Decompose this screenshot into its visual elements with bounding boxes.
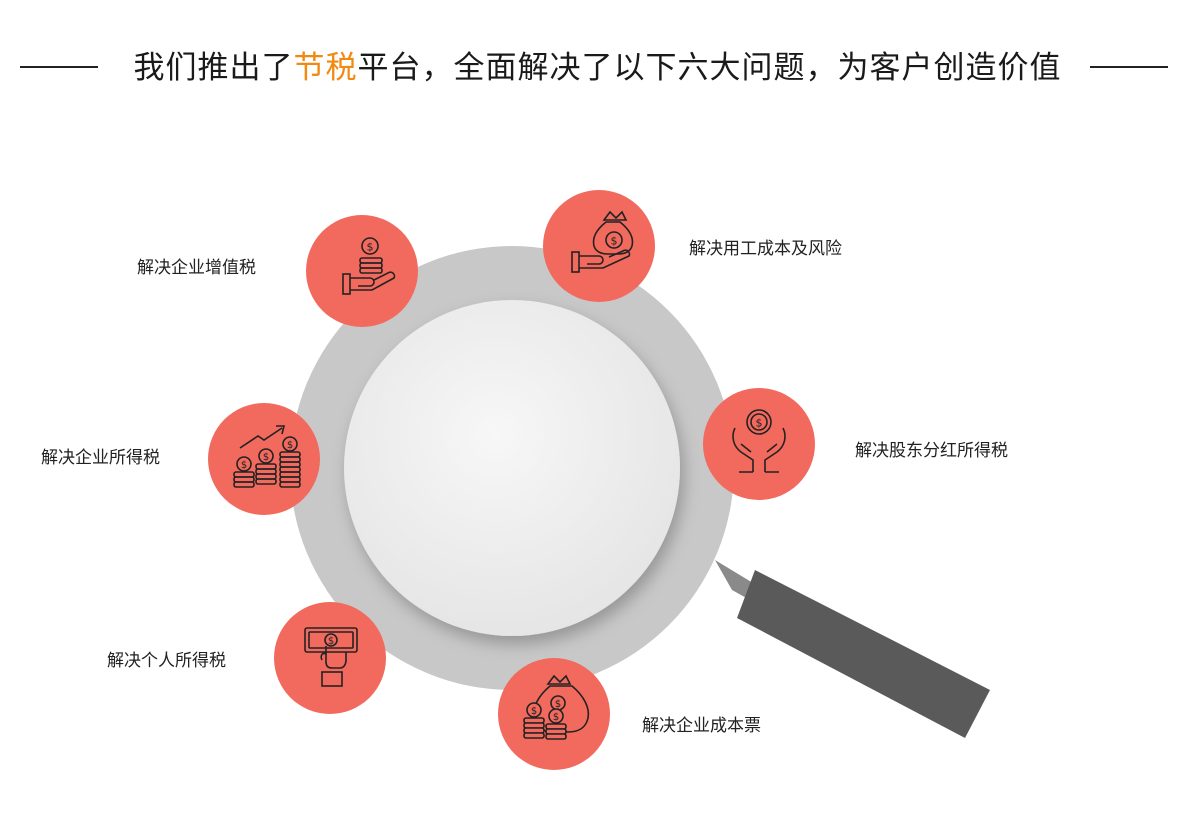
label-income-tax: 解决企业所得税	[41, 448, 160, 468]
item-vat-circle: $	[306, 215, 418, 327]
title-row: 我们推出了节税平台，全面解决了以下六大问题，为客户创造价值	[0, 38, 1200, 98]
hand-holding-coins-icon: $	[342, 237, 396, 295]
svg-text:$: $	[328, 636, 334, 647]
label-dividend-tax: 解决股东分红所得税	[855, 441, 1008, 461]
title-suffix: 平台，全面解决了以下六大问题，为客户创造价值	[357, 50, 1062, 86]
title-prefix: 我们推出了	[133, 50, 294, 86]
label-personal-tax: 解决个人所得税	[107, 651, 226, 671]
svg-text:$: $	[287, 440, 293, 451]
hands-coin-icon: $	[732, 409, 786, 473]
growth-coins-icon: $ $ $	[233, 425, 301, 488]
magnifier-lens	[344, 300, 680, 636]
item-labor-circle: $	[543, 190, 655, 302]
svg-text:$: $	[555, 699, 561, 710]
title-highlight: 节税	[293, 50, 358, 86]
svg-text:$: $	[241, 460, 247, 471]
magnifier-handle	[715, 560, 990, 738]
title-divider-right	[1090, 66, 1168, 68]
page-title: 我们推出了节税平台，全面解决了以下六大问题，为客户创造价值	[110, 48, 1085, 88]
label-vat: 解决企业增值税	[137, 258, 256, 278]
hand-banknote-icon: $	[304, 627, 358, 687]
item-cost-invoice-circle: $ $ $	[498, 658, 610, 770]
money-bag-coins-icon: $ $ $	[523, 674, 590, 740]
svg-text:$: $	[611, 235, 618, 248]
label-cost-invoice: 解决企业成本票	[642, 716, 761, 736]
svg-text:$: $	[531, 706, 537, 717]
item-dividend-circle: $	[703, 388, 815, 500]
hand-money-bag-icon: $	[571, 210, 634, 273]
svg-text:$: $	[756, 417, 763, 430]
item-personal-tax-circle: $	[274, 602, 386, 714]
item-income-tax-circle: $ $ $	[208, 403, 320, 515]
svg-text:$: $	[553, 712, 559, 723]
svg-text:$: $	[367, 241, 374, 254]
label-labor-cost: 解决用工成本及风险	[689, 239, 842, 259]
svg-text:$: $	[263, 452, 269, 463]
title-divider-left	[20, 66, 98, 68]
